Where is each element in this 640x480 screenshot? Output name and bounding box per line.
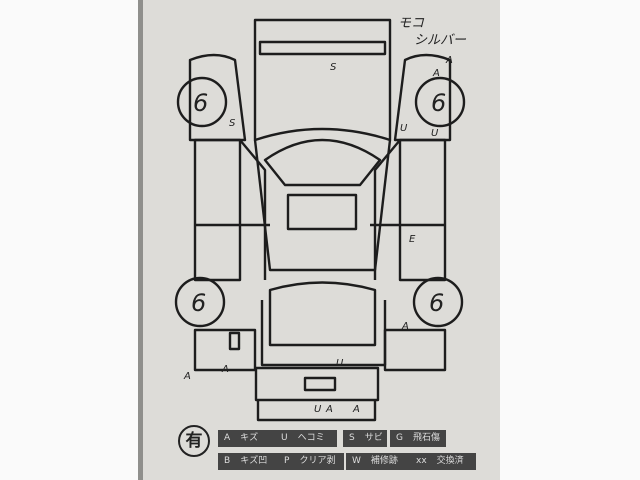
wheel-rear-left bbox=[174, 276, 226, 328]
rear-bumper bbox=[254, 366, 380, 402]
left-side-body bbox=[193, 138, 270, 282]
damage-mark: A bbox=[445, 55, 453, 66]
windshield bbox=[263, 138, 382, 187]
damage-mark: A bbox=[183, 371, 191, 382]
left-front-fender bbox=[188, 53, 247, 142]
wheel-mark: 6 bbox=[429, 289, 444, 317]
damage-mark: U bbox=[314, 404, 322, 415]
wheel-front-right bbox=[414, 76, 466, 128]
rear-window bbox=[268, 281, 377, 347]
paper-edge bbox=[138, 0, 144, 480]
damage-mark: A bbox=[352, 404, 360, 415]
color-note: モコ bbox=[398, 16, 425, 31]
wheel-mark: 6 bbox=[193, 89, 208, 117]
tailgate bbox=[260, 300, 387, 367]
damage-mark: S bbox=[330, 62, 337, 73]
left-marker bbox=[228, 331, 241, 351]
right-rear-quarter bbox=[383, 328, 447, 372]
hood-outline bbox=[253, 18, 392, 142]
right-front-fender bbox=[393, 53, 452, 142]
wheel-mark: 6 bbox=[431, 89, 446, 117]
damage-mark: A bbox=[221, 364, 229, 375]
wheel-rear-right bbox=[412, 276, 464, 328]
damage-mark: A bbox=[432, 68, 440, 79]
roof bbox=[286, 193, 358, 231]
presence-mark: 有 bbox=[178, 425, 210, 457]
damage-mark: U bbox=[431, 128, 439, 139]
damage-mark: S bbox=[229, 118, 236, 129]
damage-mark: U bbox=[400, 123, 408, 134]
rear-lower bbox=[256, 400, 377, 422]
damage-mark: E bbox=[409, 234, 416, 245]
wheel-mark: 6 bbox=[191, 289, 206, 317]
front-grille bbox=[258, 40, 387, 56]
left-rear-quarter bbox=[193, 328, 257, 372]
damage-mark: A bbox=[325, 404, 333, 415]
color-note: シルバー bbox=[414, 33, 467, 48]
damage-mark: U bbox=[336, 358, 344, 369]
wheel-front-left bbox=[176, 76, 228, 128]
license-plate bbox=[303, 376, 337, 392]
damage-mark: A bbox=[401, 321, 409, 332]
cabin-outline bbox=[253, 139, 392, 272]
